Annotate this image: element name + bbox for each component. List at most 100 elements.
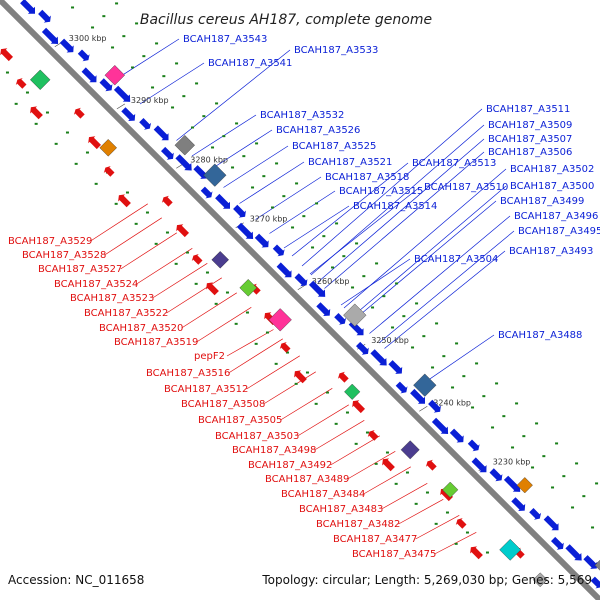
forward-gene-label: BCAH187_A3502 bbox=[510, 164, 594, 175]
label-leader bbox=[309, 186, 421, 275]
green-tick bbox=[215, 102, 219, 105]
reverse-gene-label: pepF2 bbox=[194, 351, 225, 362]
green-tick bbox=[522, 435, 526, 438]
label-leader bbox=[301, 108, 483, 267]
green-tick bbox=[111, 46, 115, 49]
feature-box bbox=[400, 440, 420, 460]
forward-gene-arrow bbox=[121, 107, 136, 121]
reverse-gene-label: BCAH187_A3522 bbox=[84, 308, 168, 319]
label-leader bbox=[415, 514, 460, 540]
reverse-gene-label: BCAH187_A3523 bbox=[70, 293, 154, 304]
green-tick bbox=[345, 411, 349, 414]
label-leader bbox=[263, 371, 316, 405]
green-tick bbox=[254, 342, 258, 345]
green-tick bbox=[242, 155, 246, 158]
reverse-gene-label: BCAH187_A3505 bbox=[198, 415, 282, 426]
label-leader bbox=[120, 232, 177, 270]
reverse-gene-label: BCAH187_A3498 bbox=[232, 445, 316, 456]
green-tick bbox=[211, 146, 215, 149]
green-tick bbox=[275, 162, 279, 165]
green-tick bbox=[435, 322, 439, 325]
forward-gene-arrow bbox=[200, 186, 213, 199]
feature-box bbox=[442, 481, 459, 498]
green-tick bbox=[5, 71, 9, 74]
label-leader bbox=[280, 388, 333, 421]
feature-box bbox=[344, 383, 361, 400]
green-tick bbox=[511, 446, 515, 449]
green-tick bbox=[325, 391, 329, 394]
forward-gene-arrow bbox=[410, 388, 425, 404]
label-leader bbox=[378, 230, 515, 344]
forward-gene-label: BCAH187_A3533 bbox=[294, 45, 378, 56]
reverse-gene-arrow bbox=[88, 136, 101, 150]
forward-gene-arrow bbox=[254, 233, 269, 248]
green-tick bbox=[294, 382, 298, 385]
green-tick bbox=[462, 375, 466, 378]
forward-gene-arrow bbox=[81, 67, 97, 83]
green-tick bbox=[162, 75, 166, 78]
green-tick bbox=[295, 182, 299, 185]
feature-box bbox=[239, 279, 257, 297]
green-tick bbox=[382, 295, 386, 298]
forward-gene-label: BCAH187_A3496 bbox=[514, 211, 598, 222]
feature-box bbox=[413, 373, 437, 397]
green-tick bbox=[34, 122, 38, 125]
label-leader bbox=[352, 185, 507, 317]
ruler-label: 3300 kbp bbox=[69, 34, 107, 43]
reverse-gene-arrow bbox=[440, 488, 453, 502]
green-tick bbox=[255, 142, 259, 145]
forward-gene-arrow bbox=[395, 381, 408, 394]
green-tick bbox=[431, 366, 435, 369]
reverse-gene-arrow bbox=[15, 78, 27, 89]
green-tick bbox=[405, 471, 409, 474]
green-tick bbox=[374, 462, 378, 465]
forward-gene-arrow bbox=[161, 146, 174, 160]
green-tick bbox=[495, 382, 499, 385]
forward-gene-arrow bbox=[503, 475, 521, 492]
label-leader bbox=[314, 419, 365, 451]
forward-gene-label: BCAH187_A3521 bbox=[308, 157, 392, 168]
green-tick bbox=[115, 2, 119, 5]
forward-gene-label: BCAH187_A3495 bbox=[518, 226, 600, 237]
reverse-gene-label: BCAH187_A3528 bbox=[22, 250, 106, 261]
green-tick bbox=[302, 215, 306, 218]
green-tick bbox=[114, 202, 118, 205]
green-tick bbox=[151, 86, 155, 89]
label-leader bbox=[330, 435, 380, 466]
label-leader bbox=[381, 482, 428, 510]
forward-gene-label: BCAH187_A3525 bbox=[292, 141, 376, 152]
feature-box bbox=[99, 139, 117, 157]
green-tick bbox=[175, 62, 179, 65]
reverse-gene-label: BCAH187_A3519 bbox=[114, 337, 198, 348]
green-tick bbox=[85, 151, 89, 154]
forward-gene-arrow bbox=[139, 118, 152, 130]
forward-gene-arrow bbox=[583, 555, 598, 569]
forward-gene-label: BCAH187_A3543 bbox=[183, 34, 267, 45]
green-tick bbox=[542, 455, 546, 458]
green-tick bbox=[354, 442, 358, 445]
feature-box bbox=[211, 251, 229, 269]
green-tick bbox=[265, 331, 269, 334]
reverse-gene-arrow bbox=[470, 546, 483, 560]
green-tick bbox=[491, 426, 495, 429]
green-tick bbox=[74, 162, 78, 165]
forward-gene-arrow bbox=[316, 302, 331, 316]
green-tick bbox=[371, 306, 375, 309]
forward-gene-arrow bbox=[529, 508, 542, 520]
reverse-gene-label: BCAH187_A3524 bbox=[54, 279, 138, 290]
green-tick bbox=[25, 91, 29, 94]
feature-box bbox=[343, 303, 367, 327]
label-leader bbox=[324, 151, 485, 289]
green-tick bbox=[191, 126, 195, 129]
label-leader bbox=[115, 38, 180, 80]
reverse-gene-arrow bbox=[294, 370, 307, 384]
green-tick bbox=[271, 206, 275, 209]
ruler-label: 3280 kbp bbox=[190, 155, 228, 164]
green-tick bbox=[362, 275, 366, 278]
feature-box bbox=[532, 572, 548, 588]
feature-box bbox=[499, 538, 522, 561]
green-tick bbox=[395, 282, 399, 285]
label-leader bbox=[255, 176, 322, 220]
forward-gene-label: BCAH187_A3518 bbox=[325, 172, 409, 183]
forward-gene-label: BCAH187_A3526 bbox=[276, 125, 360, 136]
